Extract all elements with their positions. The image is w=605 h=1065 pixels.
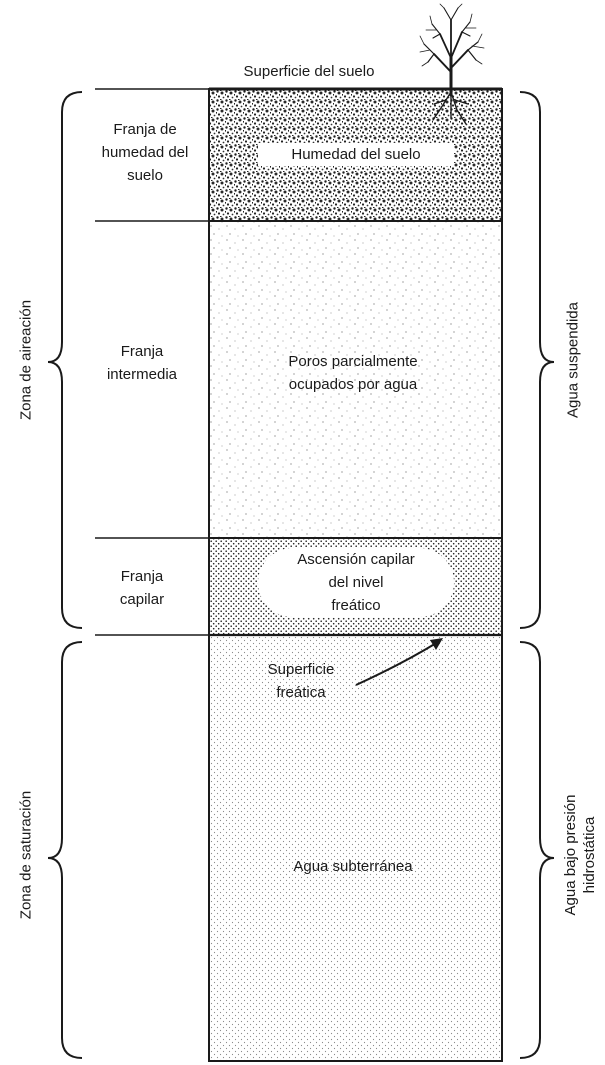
water-table-label: Superficie freática [246,658,356,704]
intermediate-fringe-label: Franja intermedia [82,340,202,386]
water-table-arrow [355,641,439,686]
hydrostatic-water-brace [519,641,555,1059]
soil-moisture-fringe-label: Franja de humedad del suelo [80,118,210,187]
hydrostatic-water-line-2: hidrostática [581,816,598,894]
aeration-zone-brace [47,91,83,629]
intermediate-fringe-line-2: intermedia [106,366,178,383]
capillary-fringe-line-1: Franja [120,568,164,585]
saturation-zone-label: Zona de saturación [17,790,35,920]
capillary-layer-line-1: Ascensión capilar [297,551,415,568]
groundwater-layer-label: Agua subterránea [293,858,413,875]
water-table-arrowhead [430,638,443,650]
capillary-fringe-line-2: capilar [119,591,165,608]
soil-moisture-layer-label: Humedad del suelo [258,143,454,166]
water-table-line-2: freática [276,684,326,701]
hydrostatic-water-line-1: Agua bajo presión [562,794,579,916]
aeration-zone-label: Zona de aireación [17,299,35,421]
suspended-water-label: Agua suspendida [564,302,582,418]
intermediate-fringe-line-1: Franja [120,343,164,360]
capillary-layer-line-2: del nivel [328,574,384,591]
hydrostatic-water-label: Agua bajo presión hidrostática [561,795,599,916]
water-table-line-1: Superficie [267,661,335,678]
capillary-layer-line-3: freático [331,597,381,614]
capillary-fringe-label: Franja capilar [82,565,202,611]
capillary-layer-label: Ascensión capilar del nivel freático [258,548,454,617]
intermediate-layer [209,221,502,538]
soil-moisture-fringe-line-1: Franja de [113,121,177,138]
tree-roots [432,91,469,125]
suspended-water-brace [519,91,555,629]
soil-moisture-fringe-line-3: suelo [127,167,163,184]
tree-icon [419,3,485,97]
intermediate-layer-line-2: ocupados por agua [288,376,418,393]
intermediate-layer-line-1: Poros parcialmente [288,353,418,370]
soil-moisture-fringe-line-2: humedad del [101,144,189,161]
groundwater-layer [209,635,502,1061]
intermediate-layer-label: Poros parcialmente ocupados por agua [258,350,448,396]
saturation-zone-brace [47,641,83,1059]
ground-surface-label: Superficie del suelo [243,63,375,80]
